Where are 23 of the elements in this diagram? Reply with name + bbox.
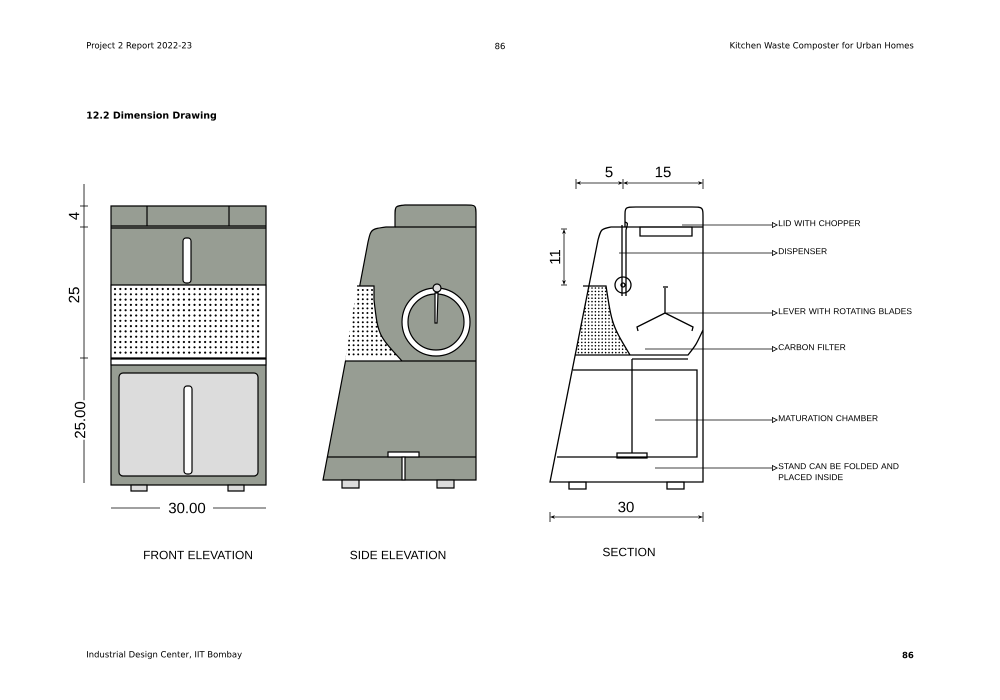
callout-text: DISPENSER (778, 248, 827, 254)
dimension-value: 11 (550, 250, 560, 264)
view-caption: SIDE ELEVATION (350, 550, 446, 560)
view-caption: SECTION (602, 548, 655, 556)
callout-text: LID WITH CHOPPER (778, 220, 860, 226)
header-text: Kitchen Waste Composter for Urban Homes (730, 42, 914, 50)
view-caption: FRONT ELEVATION (144, 550, 252, 560)
dimension-value: 5 (605, 166, 613, 178)
page-number: 86 (495, 42, 505, 50)
dimension-value: 4 (68, 212, 80, 220)
dimension-value: 15 (656, 166, 671, 178)
callout-text: CARBON FILTER (778, 344, 846, 350)
dimension-value: 25 (68, 287, 80, 303)
page-number: 86 (902, 652, 914, 658)
callout-text: LEVER WITH ROTATING BLADES (778, 308, 912, 314)
callout-text: STAND CAN BE FOLDED AND PLACED INSIDE (778, 463, 899, 480)
dimension-value: 30 (618, 502, 634, 512)
dimension-value: 30.00 (167, 502, 207, 514)
header-text: Project 2 Report 2022-23 (87, 42, 192, 50)
callout-text: MATURATION CHAMBER (778, 415, 878, 422)
footer-text: Industrial Design Center, IIT Bombay (87, 650, 242, 660)
dimension-value: 25.00 (74, 400, 86, 440)
section-heading: 12.2 Dimension Drawing (87, 111, 216, 121)
